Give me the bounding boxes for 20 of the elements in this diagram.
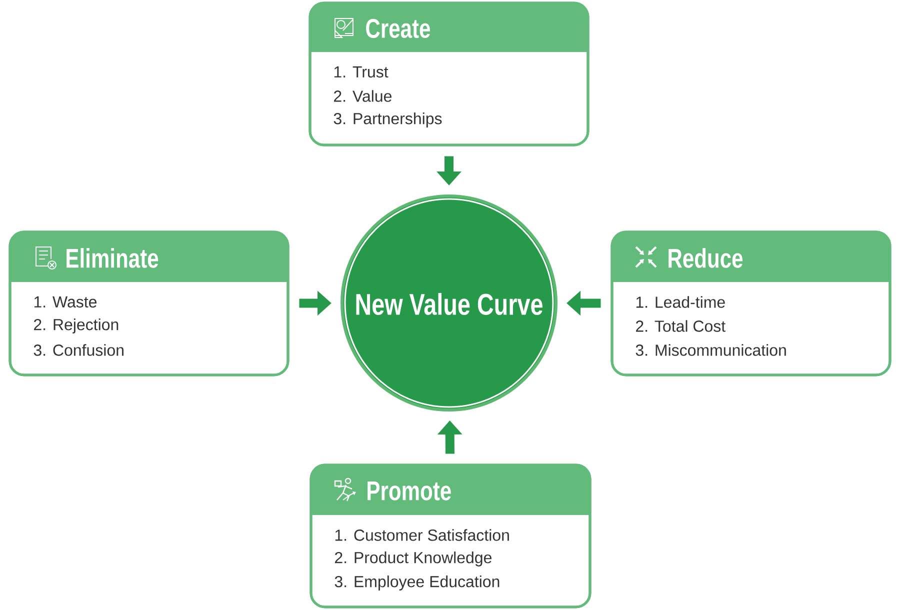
list-card	[310, 464, 592, 608]
list-item: 2. Value	[334, 90, 392, 102]
list-item: 1. Trust	[334, 66, 388, 78]
list-item: 3. Miscommunication	[636, 344, 786, 356]
card-title: Create	[366, 18, 430, 38]
list-item: 2. Total Cost	[636, 320, 726, 332]
list-item: 2. Product Knowledge	[335, 552, 492, 566]
card-title: Reduce	[668, 248, 743, 268]
list-card	[8, 230, 290, 376]
list-item: 3. Confusion	[34, 344, 124, 356]
list-item: 1. Waste	[34, 296, 97, 308]
list-item: 3. Partnerships	[334, 112, 442, 128]
card-title: Promote	[368, 482, 451, 500]
card-title: Eliminate	[66, 248, 158, 268]
list-card	[308, 2, 590, 146]
list-card	[610, 230, 892, 376]
list-item: 1. Customer Satisfaction	[335, 529, 509, 541]
list-item: 3. Employee Education	[334, 576, 500, 590]
list-item: 1. Lead-time	[636, 296, 725, 308]
list-item: 2. Rejection	[34, 318, 118, 334]
